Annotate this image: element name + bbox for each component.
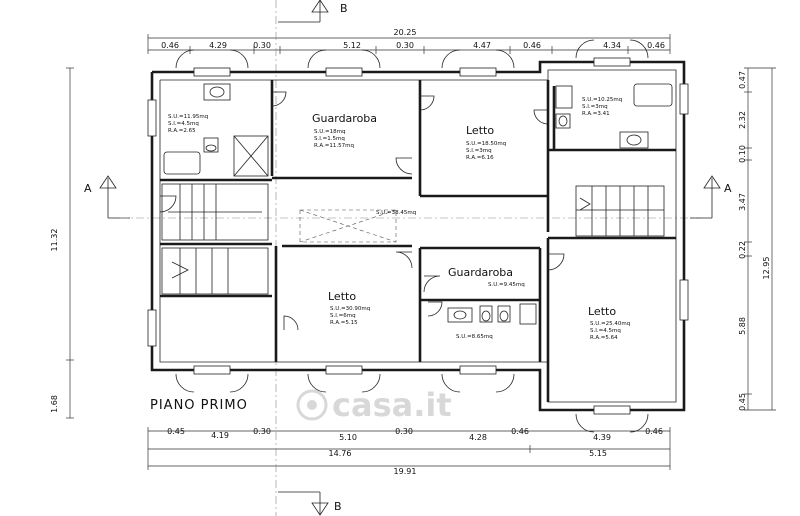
dim-bottom-8: 0.46 bbox=[645, 427, 663, 436]
section-label-a-right: A bbox=[724, 182, 732, 195]
dim-bottom-total: 19.91 bbox=[394, 467, 417, 476]
guardaroba-top-line-2: R.A.=11.57mq bbox=[314, 143, 354, 149]
dim-top-2: 0.30 bbox=[253, 41, 271, 50]
dim-bottom-0: 0.45 bbox=[167, 427, 185, 436]
dim-right-4: 0.22 bbox=[738, 241, 747, 259]
dim-right-5: 5.88 bbox=[738, 317, 747, 335]
room-bath-ne: S.U.=10.25mq S.I.=3mq R.A.=3.41 bbox=[582, 97, 622, 117]
room-letto-top: Letto S.U.=18.50mq S.I.=3mq R.A.=6.16 bbox=[466, 124, 506, 161]
letto-sw-line-0: S.U.=30.90mq bbox=[330, 306, 370, 312]
shaft bbox=[233, 135, 269, 177]
dim-left-0: 11.32 bbox=[50, 229, 59, 252]
dim-top-7: 4.34 bbox=[603, 41, 621, 50]
dim-top-5: 4.47 bbox=[473, 41, 491, 50]
section-label-b-top: B bbox=[340, 2, 348, 15]
watermark-text: casa.it bbox=[332, 386, 452, 424]
right-dimension-lines bbox=[744, 67, 776, 411]
dim-right-3: 3.47 bbox=[738, 193, 747, 211]
doors bbox=[159, 91, 565, 331]
dim-right-6: 0.45 bbox=[738, 393, 747, 411]
dim-top-total: 20.25 bbox=[394, 28, 417, 37]
dim-bottom-7: 4.39 bbox=[593, 433, 611, 442]
guardaroba-top-line-0: S.U.=18mq bbox=[314, 129, 345, 135]
bath-ne-line-2: R.A.=3.41 bbox=[582, 111, 610, 117]
dim-top-6: 0.46 bbox=[523, 41, 541, 50]
letto-top-line-1: S.I.=3mq bbox=[466, 148, 492, 154]
bath-nw-line-2: R.A.=2.65 bbox=[168, 128, 196, 134]
bath-fixtures-ne bbox=[555, 83, 673, 149]
window-shutters bbox=[175, 39, 649, 433]
plan-title: PIANO PRIMO bbox=[150, 398, 248, 413]
dim-top-0: 0.46 bbox=[161, 41, 179, 50]
section-label-b-bottom: B bbox=[334, 500, 342, 513]
stairs-west bbox=[161, 183, 269, 295]
bath-mid-area: S.U.=8.65mq bbox=[456, 334, 493, 340]
dim-right-1: 2.32 bbox=[738, 111, 747, 129]
dim-top-1: 4.29 bbox=[209, 41, 227, 50]
room-bath-nw: S.U.=11.95mq S.I.=4.5mq R.A.=2.65 bbox=[168, 114, 208, 134]
dim-bottom-5: 4.28 bbox=[469, 433, 487, 442]
corridor-void bbox=[299, 209, 397, 243]
top-dimension-lines bbox=[147, 34, 671, 54]
dim-bottom-1: 4.19 bbox=[211, 431, 229, 440]
room-guardaroba-top: Guardaroba S.U.=18mq S.I.=1.5mq R.A.=11.… bbox=[312, 112, 377, 149]
dim-bottom-sub-0: 14.76 bbox=[329, 449, 352, 458]
bath-ne-line-0: S.U.=10.25mq bbox=[582, 97, 622, 103]
dim-top-8: 0.46 bbox=[647, 41, 665, 50]
dim-bottom-sub-1: 5.15 bbox=[589, 449, 607, 458]
guardaroba-mid-line-0: S.U.=9.45mq bbox=[488, 282, 525, 288]
section-label-a-left: A bbox=[84, 182, 92, 195]
dim-top-3: 5.12 bbox=[343, 41, 361, 50]
guardaroba-mid-name: Guardaroba bbox=[448, 266, 513, 279]
bath-ne-line-1: S.I.=3mq bbox=[582, 104, 608, 110]
stairs-east bbox=[575, 185, 665, 237]
letto-sw-line-1: S.I.=6mq bbox=[330, 313, 356, 319]
bath-fixtures-mid bbox=[447, 303, 537, 325]
bath-nw-line-0: S.U.=11.95mq bbox=[168, 114, 208, 120]
dim-right-total: 12.95 bbox=[762, 257, 771, 280]
dim-top-4: 0.30 bbox=[396, 41, 414, 50]
section-marker-b-top bbox=[275, 0, 329, 516]
exterior-walls bbox=[150, 60, 686, 412]
dim-bottom-6: 0.46 bbox=[511, 427, 529, 436]
corridor-area: S.U.=38.45mq bbox=[376, 210, 416, 216]
letto-se-name: Letto bbox=[588, 305, 616, 318]
letto-sw-name: Letto bbox=[328, 290, 356, 303]
bath-fixtures-nw bbox=[163, 83, 231, 175]
dim-bottom-3: 5.10 bbox=[339, 433, 357, 442]
letto-se-line-0: S.U.=25.40mq bbox=[590, 321, 630, 327]
windows bbox=[147, 57, 689, 415]
letto-top-line-2: R.A.=6.16 bbox=[466, 155, 494, 161]
section-marker-a-right bbox=[690, 175, 721, 219]
room-guardaroba-mid: Guardaroba S.U.=9.45mq bbox=[448, 266, 525, 288]
left-dimension-lines bbox=[66, 67, 74, 419]
dim-bottom-4: 0.30 bbox=[395, 427, 413, 436]
section-marker-b-bottom bbox=[278, 491, 329, 516]
dim-bottom-2: 0.30 bbox=[253, 427, 271, 436]
dim-right-0: 0.47 bbox=[738, 71, 747, 89]
guardaroba-top-name: Guardaroba bbox=[312, 112, 377, 125]
letto-se-line-2: R.A.=5.64 bbox=[590, 335, 618, 341]
letto-sw-line-2: R.A.=5.15 bbox=[330, 320, 358, 326]
section-marker-a-left bbox=[99, 175, 700, 219]
bath-nw-line-1: S.I.=4.5mq bbox=[168, 121, 199, 127]
dim-right-2: 0.10 bbox=[738, 145, 747, 163]
room-letto-sw: Letto S.U.=30.90mq S.I.=6mq R.A.=5.15 bbox=[328, 290, 370, 326]
letto-top-line-0: S.U.=18.50mq bbox=[466, 141, 506, 147]
letto-top-name: Letto bbox=[466, 124, 494, 137]
guardaroba-top-line-1: S.I.=1.5mq bbox=[314, 136, 345, 142]
watermark: casa.it bbox=[296, 386, 452, 424]
bottom-dimension-lines bbox=[147, 427, 671, 470]
dim-left-1: 1.68 bbox=[50, 395, 59, 413]
room-letto-se: Letto S.U.=25.40mq S.I.=4.5mq R.A.=5.64 bbox=[588, 305, 630, 341]
letto-se-line-1: S.I.=4.5mq bbox=[590, 328, 621, 334]
interior-walls bbox=[160, 80, 676, 402]
